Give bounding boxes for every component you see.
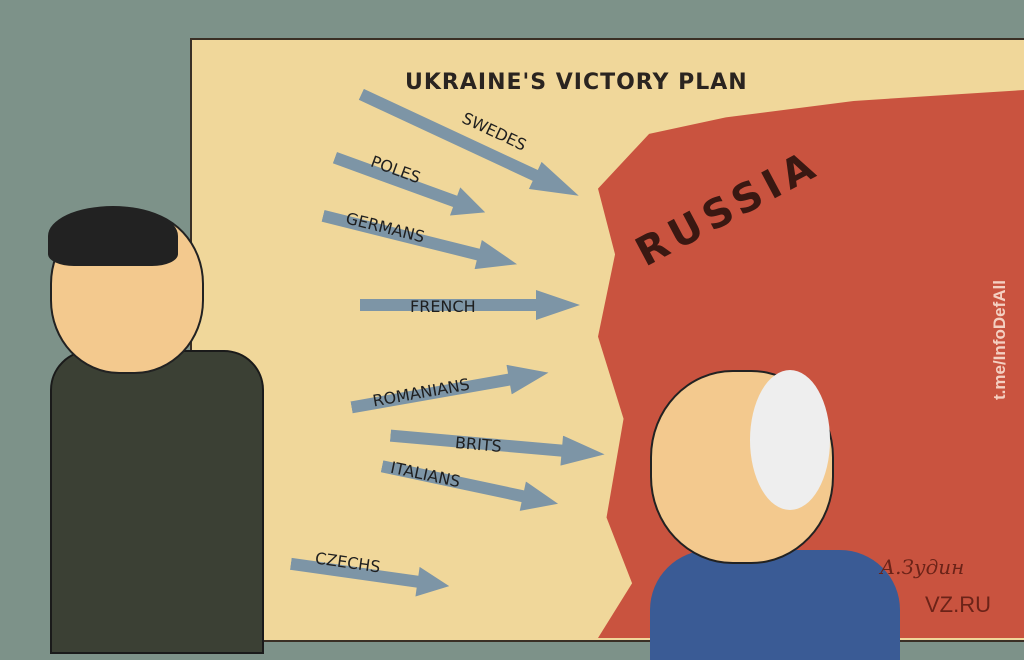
pointing-man: [30, 206, 264, 654]
arrow-label-brits: BRITS: [454, 432, 503, 457]
russia-territory: [598, 90, 1024, 638]
observing-man-hair: [750, 370, 830, 510]
artist-signature: А.Зудин: [880, 555, 965, 579]
observing-man: [640, 370, 900, 660]
cartoon-title: UKRAINE'S VICTORY PLAN: [405, 70, 748, 95]
arrow-label-french: FRENCH: [410, 297, 476, 316]
watermark: t.me/InfoDefAll: [990, 280, 1009, 400]
pointing-man-body: [50, 350, 264, 654]
pointing-man-hair: [48, 206, 178, 266]
signature-site: VZ.RU: [925, 592, 991, 617]
observing-man-body: [650, 550, 900, 660]
